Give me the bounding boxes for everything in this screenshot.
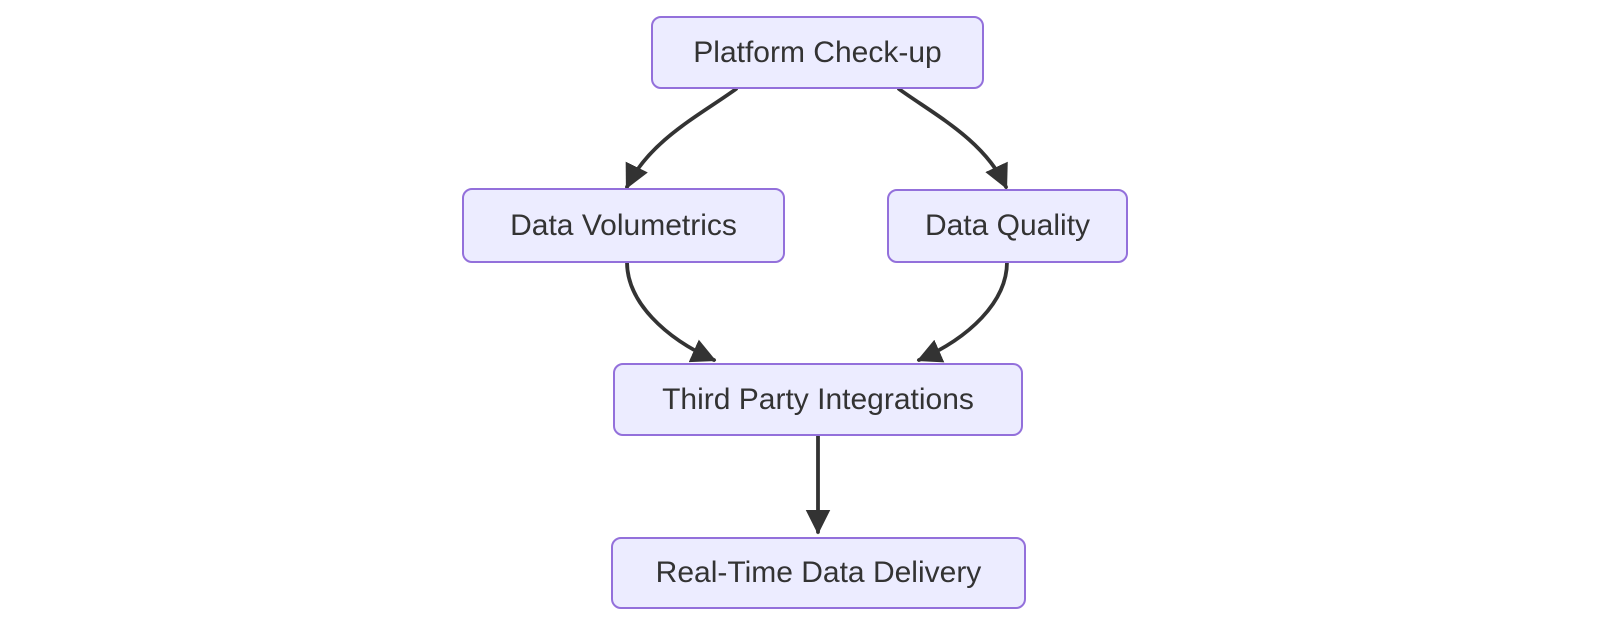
- edge-platform-to-quality: [897, 87, 1008, 190]
- node-label: Platform Check-up: [693, 35, 942, 69]
- edge-platform-to-volumetrics: [625, 87, 738, 190]
- node-data-volumetrics: Data Volumetrics: [462, 188, 785, 263]
- node-platform-check-up: Platform Check-up: [651, 16, 984, 89]
- node-third-party-integrations: Third Party Integrations: [613, 363, 1023, 436]
- edge-volumetrics-to-thirdparty: [625, 260, 717, 363]
- node-data-quality: Data Quality: [887, 189, 1128, 263]
- node-label: Data Quality: [924, 209, 1091, 242]
- node-label: Data Volumetrics: [510, 208, 737, 242]
- node-label: Third Party Integrations: [662, 382, 974, 416]
- node-label: Real-Time Data Delivery: [655, 556, 982, 589]
- node-real-time-data-delivery: Real-Time Data Delivery: [611, 537, 1026, 609]
- edge-quality-to-thirdparty: [916, 260, 1009, 363]
